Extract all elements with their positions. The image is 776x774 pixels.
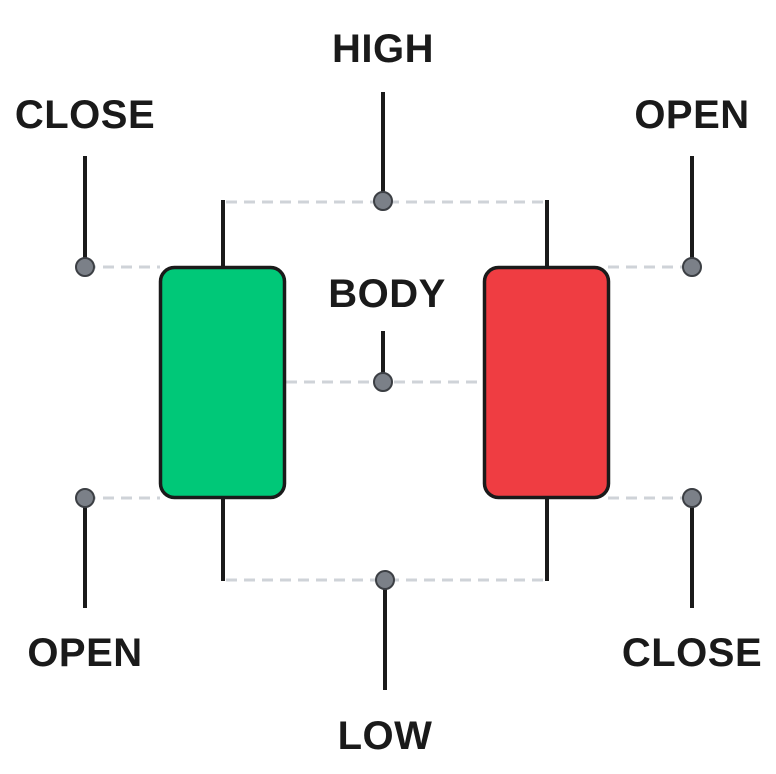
bearish-open-marker-dot xyxy=(682,257,702,277)
low-label: LOW xyxy=(338,714,433,758)
high-label: HIGH xyxy=(332,27,434,71)
bullish-close-marker-dot xyxy=(75,257,95,277)
body-marker-dot xyxy=(373,372,393,392)
bearish-close-marker-dot xyxy=(682,488,702,508)
bearish-open-label: OPEN xyxy=(634,93,749,137)
bullish-close-label: CLOSE xyxy=(15,93,155,137)
bullish-open-label: OPEN xyxy=(27,631,142,675)
body-label: BODY xyxy=(328,272,446,316)
bearish-candle xyxy=(482,200,611,581)
low-marker-dot xyxy=(375,570,395,590)
bullish-open-marker-dot xyxy=(75,488,95,508)
bearish-close-label: CLOSE xyxy=(622,631,762,675)
bullish-candle-body xyxy=(158,265,287,500)
high-marker-dot xyxy=(373,191,393,211)
bearish-candle-body xyxy=(482,265,611,500)
bullish-candle xyxy=(158,200,287,581)
